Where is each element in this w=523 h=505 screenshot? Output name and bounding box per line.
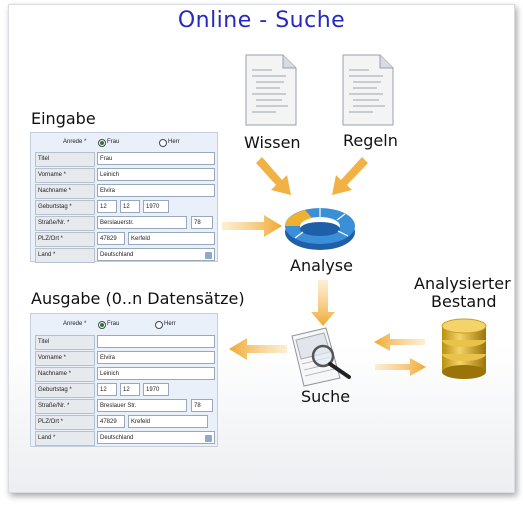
year-input[interactable]: 1970 (143, 200, 169, 213)
nachname-output[interactable]: Leinich (97, 367, 215, 380)
land-label: Land * (35, 248, 95, 263)
titel-output[interactable] (97, 335, 215, 348)
strasse-input[interactable]: Berslauerstr. (97, 216, 187, 229)
arrow-bestand-to-suche (374, 333, 425, 351)
plz-label: PLZ/Ort * (35, 232, 95, 247)
year-output[interactable]: 1970 (143, 383, 169, 396)
ort-output[interactable]: Krefeld (128, 415, 208, 428)
label-regeln: Regeln (343, 131, 398, 150)
titel-label: Titel (35, 152, 95, 167)
label-eingabe: Eingabe (31, 109, 96, 128)
vorname-label: Vorname * (35, 168, 95, 183)
plz-input[interactable]: 47829 (97, 232, 125, 245)
land-label-out: Land * (35, 431, 95, 446)
label-suche: Suche (301, 387, 351, 406)
vorname-input[interactable]: Leinich (97, 168, 215, 181)
label-bestand-2: Bestand (431, 292, 497, 311)
analyse-cycle-icon (285, 208, 355, 250)
vorname-label-out: Vorname * (35, 351, 95, 366)
radio-frau-label: Frau (107, 139, 120, 145)
radio-herr[interactable] (159, 139, 167, 147)
label-wissen: Wissen (244, 133, 301, 152)
document-icon-wissen (245, 54, 297, 126)
arrow-wissen-to-analyse (256, 157, 291, 195)
geburtstag-label: Geburtstag * (35, 200, 95, 215)
diagram-title: Online - Suche (177, 8, 346, 33)
nachname-label-out: Nachname * (35, 367, 95, 382)
arrow-suche-to-output (229, 338, 287, 360)
strasse-label-out: Straße/Nr. * (35, 399, 95, 414)
arrow-analyse-to-suche (311, 280, 335, 326)
month-output[interactable]: 12 (120, 383, 140, 396)
arrow-regeln-to-analyse (332, 157, 368, 195)
input-form: Anrede * Frau Herr Titel Frau Vorname * … (30, 132, 218, 263)
geburtstag-label-out: Geburtstag * (35, 383, 95, 398)
document-icon-regeln (342, 54, 394, 126)
radio-herr-out[interactable] (155, 321, 163, 329)
land-select[interactable]: Deutschland (97, 248, 215, 261)
radio-herr-label-out: Herr (164, 321, 176, 327)
month-input[interactable]: 12 (120, 200, 140, 213)
hausnr-input[interactable]: 78 (191, 216, 213, 229)
day-output[interactable]: 12 (97, 383, 117, 396)
database-icon (441, 318, 487, 379)
day-input[interactable]: 12 (97, 200, 117, 213)
arrow-input-to-analyse (222, 215, 282, 237)
label-analyse: Analyse (290, 256, 353, 275)
nachname-input[interactable]: Elvira (97, 184, 215, 197)
label-bestand-1: Analysierter (414, 274, 511, 293)
titel-label-out: Titel (35, 335, 95, 350)
radio-frau[interactable] (98, 139, 106, 147)
vorname-output[interactable]: Elvira (97, 351, 215, 364)
radio-herr-label: Herr (168, 139, 180, 145)
land-output[interactable]: Deutschland (97, 431, 215, 444)
titel-input[interactable]: Frau (97, 152, 215, 165)
anrede-label-out: Anrede * (63, 321, 87, 327)
magnifier-document-icon (291, 327, 351, 387)
label-ausgabe: Ausgabe (0..n Datensätze) (31, 289, 245, 308)
output-form: Anrede * Frau Herr Titel Vorname * Elvir… (30, 313, 218, 447)
hausnr-output[interactable]: 78 (191, 399, 213, 412)
anrede-label: Anrede * (63, 139, 87, 145)
radio-frau-out[interactable] (98, 321, 106, 329)
plz-label-out: PLZ/Ort * (35, 415, 95, 430)
radio-frau-label-out: Frau (107, 321, 120, 327)
arrow-suche-to-bestand (375, 358, 426, 376)
strasse-label: Straße/Nr. * (35, 216, 95, 231)
ort-input[interactable]: Kerfeld (128, 232, 215, 245)
plz-output[interactable]: 47829 (97, 415, 125, 428)
strasse-output[interactable]: Breslauer Str. (97, 399, 187, 412)
nachname-label: Nachname * (35, 184, 95, 199)
